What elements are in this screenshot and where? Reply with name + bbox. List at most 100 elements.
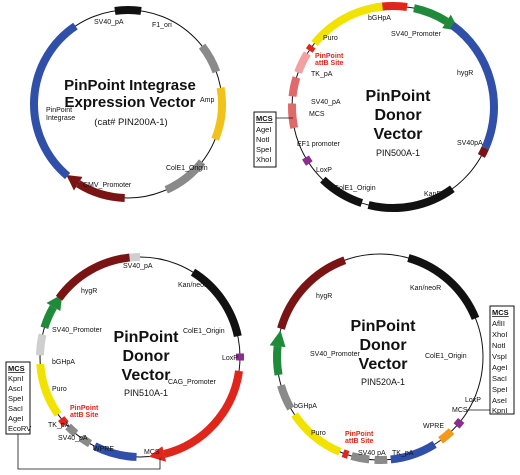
arc-sv40-pa-top (127, 253, 141, 262)
arc-bghpa (277, 384, 295, 411)
label-loxp: LoxP (316, 167, 332, 174)
arc-sv40-pa (288, 76, 301, 97)
label-wpre: WPRE (423, 423, 444, 430)
arc-puro (36, 363, 62, 417)
label-puro: Puro (323, 35, 338, 42)
arc-pinpoint-integrase (30, 22, 78, 180)
label-attb-site-1: PinPoint (315, 53, 344, 60)
arrow-cmv-promoter (66, 174, 83, 191)
label-cmv-promoter: CMV_Promoter (83, 182, 132, 189)
arc-attb-site (341, 449, 350, 459)
label-cole1-origin: ColE1_Origin (183, 328, 225, 335)
mcs-site: SpeI (8, 394, 23, 403)
label-bghpa: bGHpA (368, 15, 391, 22)
mcs-site: XhoI (492, 330, 507, 339)
label-hygr: hygR (81, 288, 97, 295)
arc-sv40-pa (114, 6, 142, 15)
mcs-site: SpeI (492, 385, 507, 394)
label-sv40-pa: SV40_pA (94, 19, 124, 26)
map-title-line-2: Expression Vector (65, 94, 196, 111)
arc-sv40-pa (78, 434, 93, 448)
arrow-sv40-promoter (46, 294, 63, 311)
map-subtitle: PIN510A-1 (124, 388, 168, 398)
arc-sv40-pa (350, 452, 370, 464)
mcs-site: KpnI (8, 374, 23, 383)
mcs-site: AgeI (256, 125, 271, 134)
mcs-site: AgeI (492, 363, 507, 372)
arc-puro (311, 2, 383, 47)
arc-bghpa (36, 333, 47, 356)
label-attb-site-1: PinPoint (70, 405, 99, 412)
mcs-site: AseI (492, 396, 507, 405)
map-subtitle: PIN520A-1 (361, 377, 405, 387)
map-pin510a: SV40_pA Kan/neoR hygR ColE1_Origin SV40_… (5, 253, 244, 470)
label-bghpa: bGHpA (52, 359, 75, 366)
label-f1-ori: F1_ori (152, 22, 172, 29)
label-tk-pa: TK_pA (48, 422, 70, 429)
mcs-header: MCS (8, 364, 25, 373)
label-cole1-origin: ColE1_Origin (334, 185, 376, 192)
map-pin520a: hygR Kan/neoR SV40_Promoter ColE1_Origin… (269, 253, 515, 464)
label-kan-neor: Kan/neoR (410, 285, 441, 292)
arc-cmv-promoter (76, 180, 125, 202)
map-title-line-1: PinPoint (366, 88, 432, 105)
mcs-site: SpeI (256, 145, 271, 154)
mcs-site: AgeI (8, 414, 23, 423)
arc-cole1-origin (164, 159, 206, 194)
arc-wpre (390, 440, 437, 464)
map-title-line-3: Vector (359, 356, 408, 373)
label-tk-pa: TK_pA (392, 450, 414, 457)
mcs-site: XhoI (256, 155, 271, 164)
arc-hygr (449, 22, 498, 150)
label-pinpoint-integrase-2: Integrase (46, 115, 75, 122)
label-loxp: LoxP (222, 355, 238, 362)
mcs-site: EcoRV (8, 424, 31, 433)
mcs-leader-line (17, 434, 161, 470)
mcs-site: VspI (492, 352, 507, 361)
label-cole1-origin: ColE1_Origin (166, 165, 208, 172)
label-sv40-pa-top: SV40_pA (123, 263, 153, 270)
mcs-box: MCS AgeI NotI SpeI XhoI (253, 111, 293, 168)
label-sv40-promoter: SV40_Promoter (391, 31, 441, 38)
label-attb-site-2: attB Site (315, 60, 344, 67)
label-kan-neor: Kan/neoR (178, 282, 209, 289)
arc-sv40-promoter (273, 345, 283, 376)
arc-sv40-promoter (413, 4, 449, 25)
map-subtitle: (cat# PIN200A-1) (94, 117, 167, 128)
label-sv40-pa: SV40_pA (311, 99, 341, 106)
label-puro: Puro (311, 430, 326, 437)
arrow-sv40-promoter (269, 330, 286, 348)
label-sv40-pa: SV40 pA (358, 450, 386, 457)
label-kanr: KanR (424, 191, 442, 198)
arc-sv40pa (477, 146, 489, 158)
arc-tk-pa (65, 423, 79, 437)
label-hygr: hygR (457, 70, 473, 77)
label-sv40-pa: SV40_pA (58, 435, 88, 442)
arc-kan-neor (190, 268, 242, 338)
map-title-line-3: Vector (122, 367, 171, 384)
mcs-header: MCS (492, 308, 509, 317)
mcs-site: NotI (492, 341, 506, 350)
label-loxp: LoxP (465, 397, 481, 404)
mcs-site: AscI (8, 384, 23, 393)
map-title-line-2: Donor (359, 337, 406, 354)
label-ef1-promoter: EF1 promoter (297, 141, 340, 148)
label-mcs: MCS (452, 407, 468, 414)
mcs-site: AflII (492, 319, 505, 328)
arc-attb-site (305, 43, 316, 53)
arc-loxp (453, 417, 465, 429)
label-pinpoint-integrase-1: PinPoint (46, 107, 72, 114)
arrow-cag-promoter (148, 446, 167, 462)
arc-kan-neor (407, 254, 480, 320)
arc-cole1-origin (320, 176, 364, 207)
arc-kanr (367, 185, 455, 212)
mcs-site: KpnI (492, 406, 507, 415)
label-cag-promoter: CAG_Promoter (168, 379, 217, 386)
arc-tk-pa (294, 51, 311, 74)
label-sv40pa: SV40pA (457, 140, 483, 147)
label-attb-site-2: attB Site (345, 438, 374, 445)
arc-sv40-promoter (40, 305, 57, 330)
label-attb-site-2: attB Site (70, 412, 99, 419)
mcs-site: NotI (256, 135, 270, 144)
